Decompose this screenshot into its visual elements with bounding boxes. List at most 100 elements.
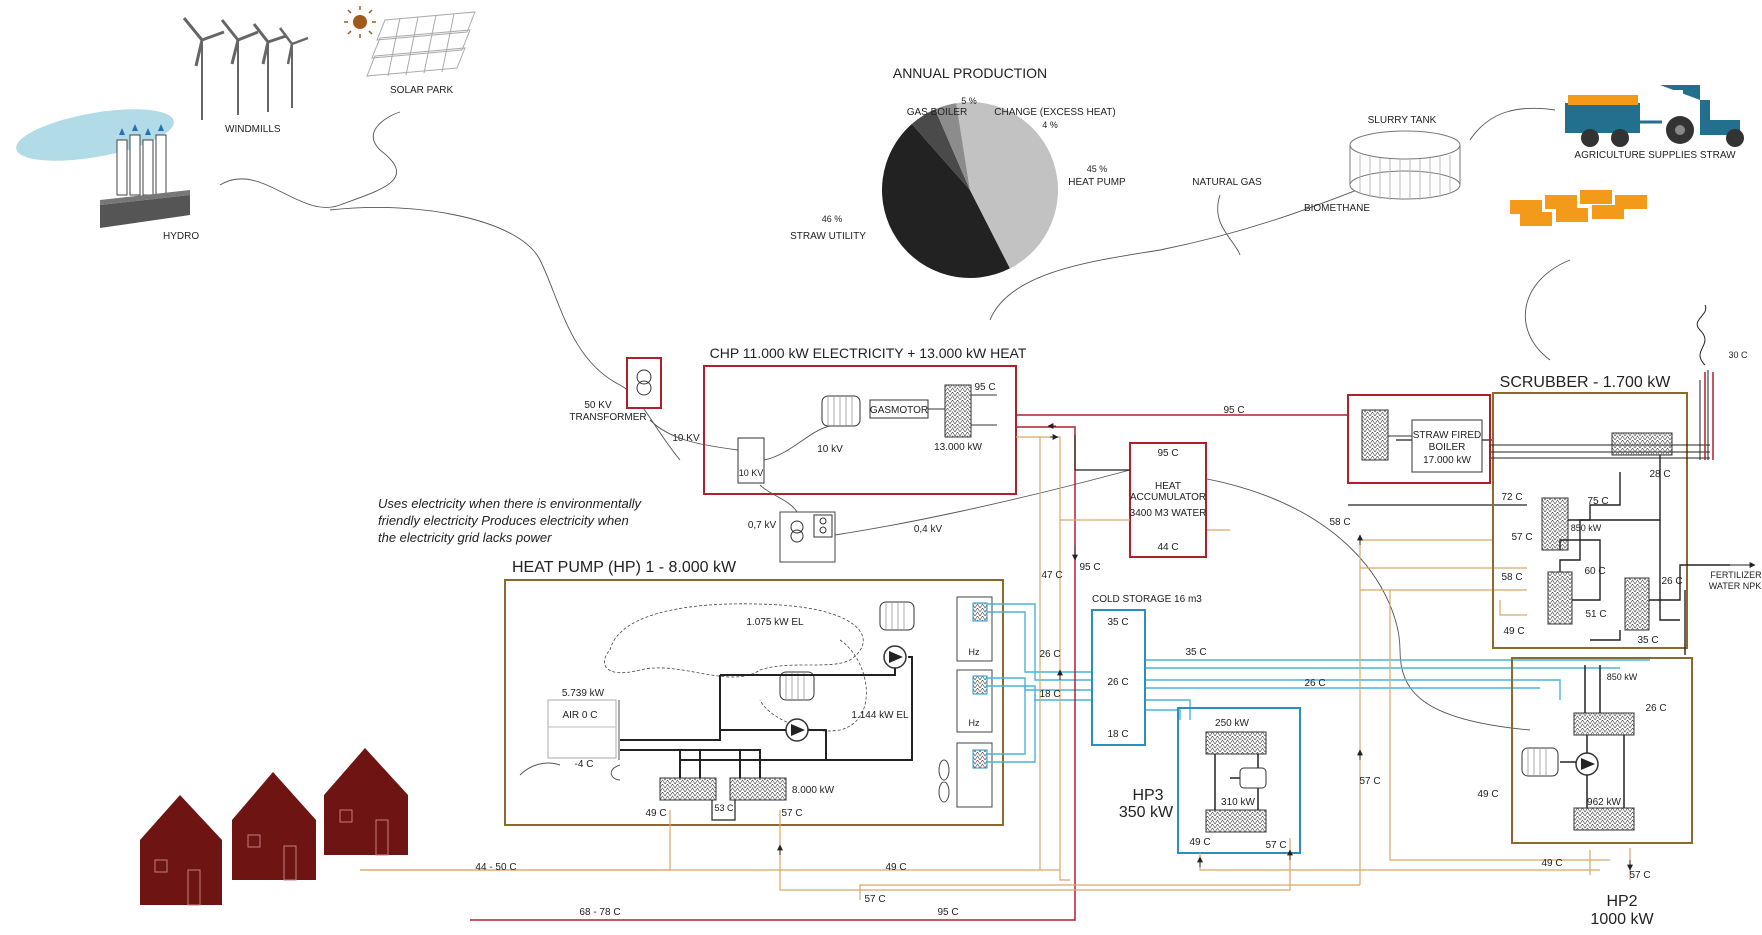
scrubber-flue bbox=[1490, 304, 1710, 460]
scrubber-title: SCRUBBER - 1.700 kW bbox=[1500, 374, 1672, 391]
accumulator-l2: ACCUMULATOR bbox=[1130, 492, 1206, 503]
hp1-t57: 57 C bbox=[781, 808, 802, 819]
scrubber-t75: 75 C bbox=[1587, 496, 1608, 507]
pipe-68-78c: 68 - 78 C bbox=[579, 907, 620, 918]
hp3-box bbox=[1177, 707, 1301, 854]
scrubber-kw850: 850 kW bbox=[1571, 523, 1602, 533]
hp1-t53: 53 C bbox=[714, 803, 734, 813]
hp1-hz2: Hz bbox=[969, 718, 980, 728]
chp-temp: 95 C bbox=[974, 382, 995, 393]
windmills-label: WINDMILLS bbox=[225, 124, 281, 135]
hp2-kw850: 850 kW bbox=[1607, 672, 1638, 682]
hp2-t57: 57 C bbox=[1629, 870, 1650, 881]
hydro-label: HYDRO bbox=[163, 231, 199, 242]
pipe-44-50c: 44 - 50 C bbox=[475, 862, 516, 873]
scrubber-exchanger-a-icon bbox=[1541, 497, 1569, 551]
straw-boiler-l3: 17.000 kW bbox=[1423, 455, 1471, 466]
hydro-icon bbox=[16, 109, 190, 228]
transformer-50kv-box bbox=[626, 357, 662, 409]
pie-slice-change-excess-heat bbox=[935, 103, 970, 190]
supply-lines bbox=[219, 107, 1571, 731]
chp-title: CHP 11.000 kW ELECTRICITY + 13.000 kW HE… bbox=[710, 345, 1027, 361]
change-label: CHANGE (EXCESS HEAT) bbox=[994, 107, 1116, 118]
agriculture-label: AGRICULTURE SUPPLIES STRAW bbox=[1574, 150, 1736, 161]
accumulator-t95: 95 C bbox=[1157, 448, 1178, 459]
biomethane-label: BIOMETHANE bbox=[1304, 203, 1370, 214]
hp3-t57: 57 C bbox=[1265, 840, 1286, 851]
hp2-t49: 49 C bbox=[1477, 789, 1498, 800]
heat-pump-label: HEAT PUMP bbox=[1068, 177, 1126, 188]
flow-arrows bbox=[777, 423, 1633, 871]
hp2-pump-icon bbox=[1575, 752, 1599, 776]
scrubber-exchanger-b-icon bbox=[1547, 571, 1573, 625]
pipe-26c-right: 26 C bbox=[1304, 678, 1325, 689]
note-line-1: Uses electricity when there is environme… bbox=[378, 496, 642, 511]
straw-boiler-exchanger-icon bbox=[1361, 409, 1389, 461]
transformer-label: TRANSFORMER bbox=[569, 412, 646, 423]
straw-bales-icon bbox=[1510, 190, 1647, 226]
pipe-95c-top: 95 C bbox=[1223, 405, 1244, 416]
cold-storage-box bbox=[1091, 609, 1146, 746]
chp-10kv-line: 10 kV bbox=[817, 444, 843, 455]
hp3-motor-icon bbox=[1239, 767, 1267, 789]
chp-box bbox=[703, 365, 1017, 495]
chp-heat-exchanger-icon bbox=[944, 384, 972, 438]
hp1-exchanger-right-icon bbox=[729, 777, 787, 801]
cold-storage-t26: 26 C bbox=[1107, 677, 1128, 688]
hp2-title: HP2 bbox=[1606, 893, 1637, 910]
note-line-3: the electricity grid lacks power bbox=[378, 530, 552, 545]
hp1-el2: 1.144 kW EL bbox=[851, 710, 909, 721]
hot-supply-pipes bbox=[470, 414, 1348, 921]
chp-power: 13.000 kW bbox=[934, 442, 982, 453]
accumulator-l1: HEAT bbox=[1155, 481, 1181, 492]
pie-slice-heat-pump bbox=[956, 102, 1058, 269]
scrubber-t35: 35 C bbox=[1637, 635, 1658, 646]
windmill-icon bbox=[182, 17, 309, 120]
accumulator-t44: 44 C bbox=[1157, 542, 1178, 553]
cold-loop-pipes bbox=[987, 603, 1650, 763]
straw-utility-pct: 46 % bbox=[822, 214, 843, 224]
scrubber-t57: 57 C bbox=[1511, 532, 1532, 543]
hp1-piping bbox=[620, 656, 913, 778]
chimney-icon bbox=[1704, 372, 1714, 460]
slurry-tank-icon bbox=[1349, 130, 1461, 200]
hp2-motor-icon bbox=[1521, 747, 1559, 777]
pipe-49c: 49 C bbox=[885, 862, 906, 873]
hp1-kw8000: 8.000 kW bbox=[792, 785, 835, 796]
pie-slice-straw-utility bbox=[882, 123, 1010, 278]
motor-icon-top bbox=[879, 601, 915, 631]
hp3-capacity: 350 kW bbox=[1119, 804, 1174, 821]
pipe-57c: 57 C bbox=[1359, 776, 1380, 787]
hp2-t49-bottom: 49 C bbox=[1541, 858, 1562, 869]
straw-boiler-l2: BOILER bbox=[1429, 442, 1466, 453]
pie-title: ANNUAL PRODUCTION bbox=[893, 65, 1047, 81]
hp3-exchanger-top-icon bbox=[1205, 731, 1267, 755]
pump-icon-mid bbox=[785, 718, 809, 742]
pipe-95c-mid: 95 C bbox=[1079, 562, 1100, 573]
tractor-icon bbox=[1565, 85, 1744, 147]
solar-park-label: SOLAR PARK bbox=[390, 85, 453, 96]
pipe-47c: 47 C bbox=[1041, 570, 1062, 581]
hp1-air-kw: 5.739 kW bbox=[562, 688, 605, 699]
hp1-box bbox=[504, 579, 1004, 826]
motor-icon-mid bbox=[779, 671, 815, 701]
natural-gas-label: NATURAL GAS bbox=[1192, 177, 1262, 188]
pie-slice-gas-boiler bbox=[911, 109, 970, 190]
gasmotor-label: GASMOTOR bbox=[870, 405, 928, 416]
hp3-exchanger-bottom-icon bbox=[1205, 809, 1267, 833]
scrubber-t49: 49 C bbox=[1503, 626, 1524, 637]
cold-storage-t18: 18 C bbox=[1107, 729, 1128, 740]
hp1-t49: 49 C bbox=[645, 808, 666, 819]
hp1-title: HEAT PUMP (HP) 1 - 8.000 kW bbox=[512, 559, 737, 576]
solar-park-icon bbox=[344, 6, 476, 77]
pie-chart bbox=[882, 102, 1058, 278]
scrubber-t58: 58 C bbox=[1501, 572, 1522, 583]
scrubber-t60: 60 C bbox=[1584, 566, 1605, 577]
transformer-kv10: 10 KV bbox=[672, 433, 700, 444]
hp2-box bbox=[1511, 657, 1693, 844]
hp2-exchanger-bottom-icon bbox=[1573, 807, 1635, 831]
hp3-kw250: 250 kW bbox=[1215, 718, 1249, 729]
gas-boiler-label: GAS BOILER bbox=[907, 107, 968, 118]
scrubber-t72: 72 C bbox=[1501, 492, 1522, 503]
